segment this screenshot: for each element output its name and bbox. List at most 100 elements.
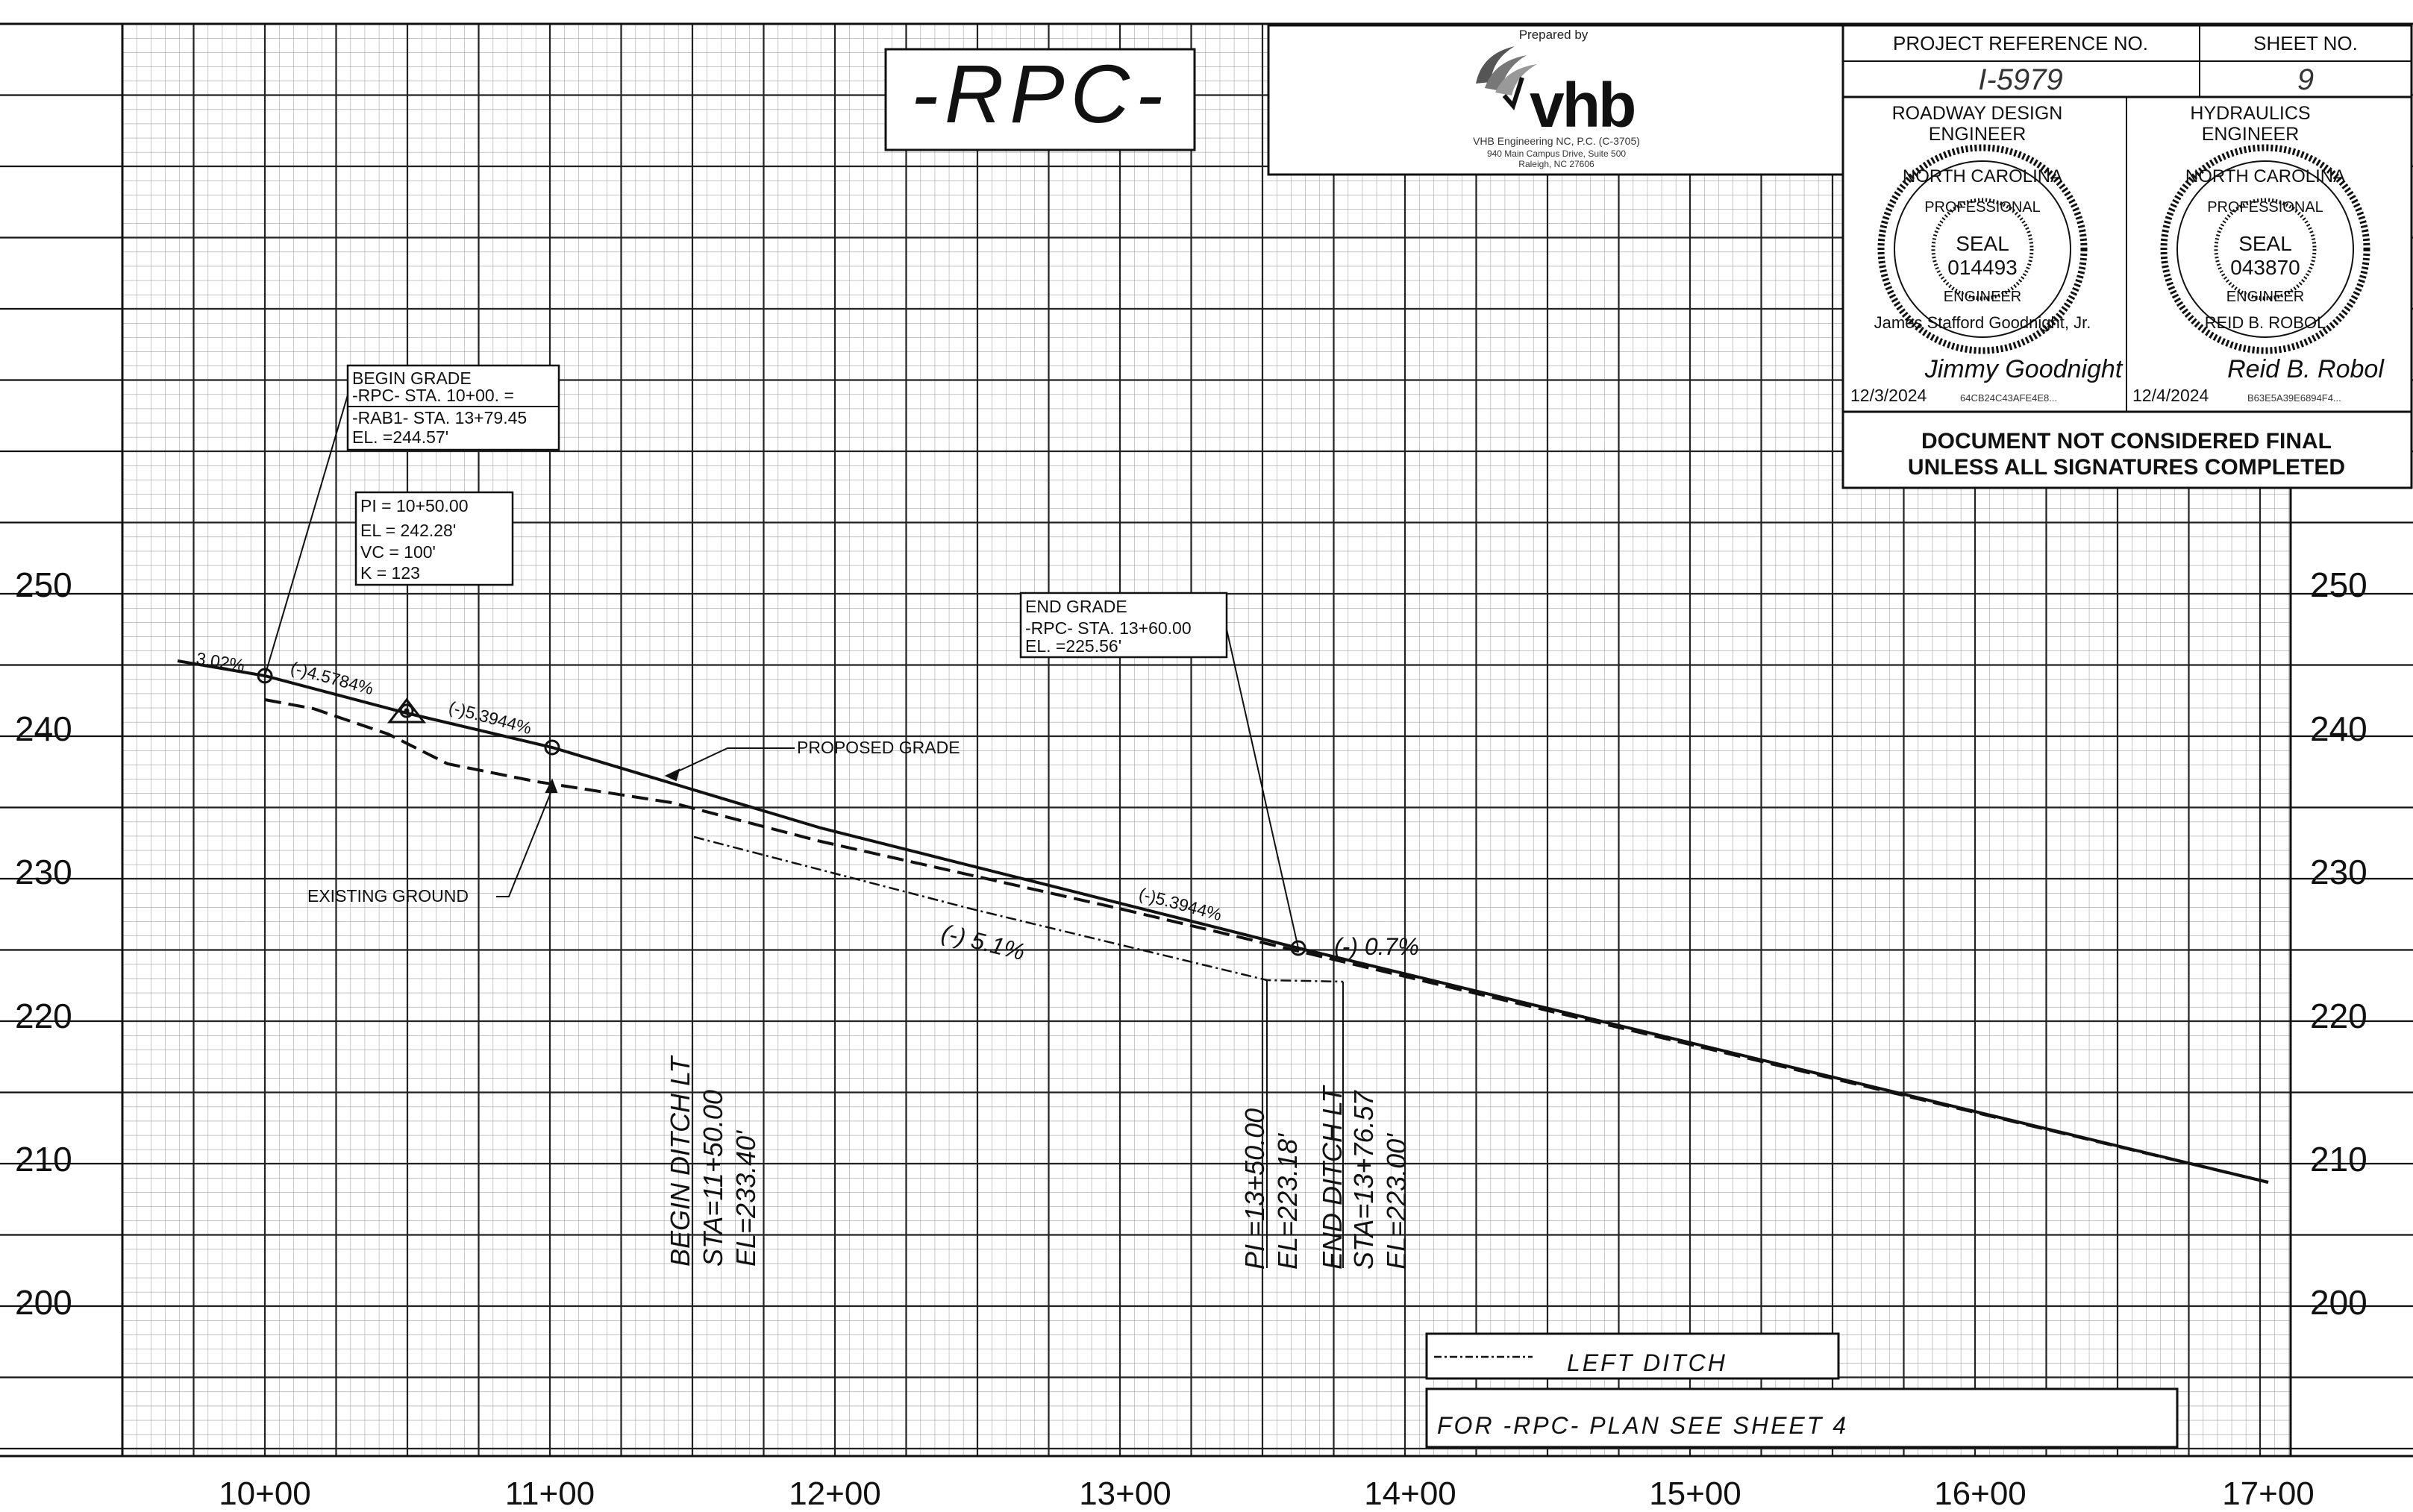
signature: Jimmy Goodnight [1924, 355, 2123, 383]
existing-ground-label: EXISTING GROUND [307, 886, 469, 906]
seal-word: SEAL [1956, 232, 2009, 255]
signature-date: 12/4/2024 [2132, 386, 2209, 405]
preparer-panel [1267, 24, 1844, 176]
end-grade-block: END GRADE -RPC- STA. 13+60.00 EL. =225.5… [1019, 592, 1228, 659]
firm-name: VHB Engineering NC, P.C. (C-3705) [1473, 135, 1640, 147]
svg-text:-RPC- STA. 10+00. =: -RPC- STA. 10+00. = [352, 386, 514, 405]
firm-address-2: Raleigh, NC 27606 [1518, 159, 1594, 169]
svg-text:EL. =225.56': EL. =225.56' [1025, 636, 1121, 656]
left-ditch-line [693, 835, 1344, 983]
pi-point [544, 739, 560, 756]
roadway-engineer-label: ROADWAY DESIGN [1892, 103, 2063, 124]
docusign-id: B63E5A39E6894F4... [2247, 392, 2341, 404]
end-grade-point [1290, 940, 1306, 956]
elevation-label: 220 [15, 997, 72, 1035]
elevation-label: 250 [2310, 565, 2367, 604]
pvi-triangle-icon [386, 697, 427, 724]
svg-text:K = 123: K = 123 [360, 563, 420, 583]
station-label: 14+00 [1364, 1475, 1456, 1512]
elevation-labels-left: 250 240 230 220 210 200 [15, 565, 72, 1322]
begin-ditch-note: BEGIN DITCH LT STA=11+50.00 EL=233.40' [665, 1055, 761, 1267]
station-label: 13+00 [1079, 1475, 1171, 1512]
seal-state: NORTH CAROLINA [1903, 166, 2062, 186]
svg-text:PI =13+50.00: PI =13+50.00 [1239, 1108, 1270, 1270]
elevation-label: 230 [15, 853, 72, 891]
engineer-seal-2: SEAL 043870 NORTH CAROLINA PROFESSIONAL … [2132, 144, 2385, 405]
begin-grade-block: BEGIN GRADE -RPC- STA. 10+00. = -RAB1- S… [346, 364, 560, 451]
svg-text:EL=223.00': EL=223.00' [1381, 1133, 1412, 1270]
svg-text:EL = 242.28': EL = 242.28' [360, 521, 456, 540]
prepared-by-label: Prepared by [1519, 28, 1589, 42]
svg-text:EL. =244.57': EL. =244.57' [352, 427, 448, 447]
elevation-labels-right: 250 240 230 220 210 200 [2310, 565, 2367, 1322]
svg-text:-RPC- STA. 13+60.00: -RPC- STA. 13+60.00 [1025, 618, 1192, 638]
ditch-pi-note: PI =13+50.00 EL=223.18' [1239, 1108, 1303, 1270]
elevation-label: 240 [2310, 709, 2367, 748]
title-block-rules [1843, 25, 2412, 413]
outgoing-grade-label: (-) 0.7% [1334, 933, 1419, 960]
svg-text:STA=11+50.00: STA=11+50.00 [698, 1090, 728, 1267]
elevation-label: 210 [15, 1140, 72, 1179]
proposed-grade-label: PROPOSED GRADE [797, 738, 960, 757]
svg-text:BEGIN DITCH LT: BEGIN DITCH LT [665, 1055, 695, 1267]
begin-grade-point [257, 668, 273, 684]
elevation-label: 210 [2310, 1140, 2367, 1179]
seal-word: SEAL [2238, 232, 2292, 255]
station-label: 10+00 [219, 1475, 311, 1512]
hydraulics-engineer-label: HYDRAULICS [2190, 103, 2310, 124]
svg-text:END GRADE: END GRADE [1025, 597, 1127, 616]
elevation-label: 250 [15, 565, 72, 604]
station-label: 16+00 [1934, 1475, 2027, 1512]
seal-state: NORTH CAROLINA [2185, 166, 2345, 186]
elevation-label: 200 [2310, 1283, 2367, 1322]
signature-warning-2: UNLESS ALL SIGNATURES COMPLETED [1908, 455, 2345, 480]
plan-reference-text: FOR -RPC- PLAN SEE SHEET 4 [1437, 1412, 1848, 1439]
vhb-logo-text: vhb [1530, 70, 1634, 140]
signature: Reid B. Robol [2227, 355, 2385, 383]
station-label: 12+00 [789, 1475, 881, 1512]
svg-text:EL=233.40': EL=233.40' [730, 1130, 761, 1267]
svg-text:PI = 10+50.00: PI = 10+50.00 [360, 496, 469, 515]
seal-engineer: ENGINEER [1944, 289, 2021, 305]
signature-date: 12/3/2024 [1850, 386, 1927, 405]
station-label: 11+00 [505, 1475, 595, 1512]
legend-left-ditch: LEFT DITCH [1425, 1332, 1840, 1380]
station-label: 17+00 [2222, 1475, 2315, 1512]
pi-data-block: PI = 10+50.00 EL = 242.28' VC = 100' K =… [354, 491, 514, 586]
seal-engineer: ENGINEER [2226, 289, 2304, 305]
seal-number: 014493 [1947, 256, 2017, 279]
station-labels: 10+00 11+00 12+00 13+00 14+00 15+00 16+0… [219, 1475, 2315, 1512]
seal-number: 043870 [2230, 256, 2300, 279]
project-ref-value: I-5979 [1978, 63, 2062, 96]
alignment-title: -RPC- [911, 48, 1169, 140]
svg-text:BEGIN GRADE: BEGIN GRADE [352, 368, 472, 388]
end-ditch-note: END DITCH LT STA=13+76.57 EL=223.00' [1317, 1085, 1412, 1270]
elevation-label: 200 [15, 1283, 72, 1322]
seal-profession: PROFESSIONAL [2207, 199, 2323, 216]
svg-text:VC = 100': VC = 100' [360, 542, 436, 562]
elevation-label: 230 [2310, 853, 2367, 891]
sheet-no-label: SHEET NO. [2253, 32, 2358, 54]
docusign-id: 64CB24C43AFE4E8... [1960, 392, 2057, 404]
sheet-no-value: 9 [2297, 63, 2314, 96]
svg-text:STA=13+76.57: STA=13+76.57 [1348, 1090, 1379, 1270]
firm-address-1: 940 Main Campus Drive, Suite 500 [1487, 148, 1626, 159]
legend-label: LEFT DITCH [1567, 1349, 1727, 1376]
svg-text:EL=223.18': EL=223.18' [1272, 1133, 1303, 1270]
leader-lines [264, 384, 1299, 949]
seal-name: James Stafford Goodnight, Jr. [1874, 313, 2091, 332]
station-label: 15+00 [1649, 1475, 1741, 1512]
seal-name: REID B. ROBOL [2205, 313, 2326, 332]
roadway-engineer-label-2: ENGINEER [1929, 124, 2027, 145]
seal-profession: PROFESSIONAL [1924, 199, 2041, 216]
vhb-logo-icon [1476, 46, 1537, 111]
project-ref-label: PROJECT REFERENCE NO. [1893, 32, 2148, 54]
alignment-title-box [884, 48, 1196, 151]
elevation-label: 240 [15, 709, 72, 748]
elevation-label: 220 [2310, 997, 2367, 1035]
signature-warning: DOCUMENT NOT CONSIDERED FINAL [1921, 429, 2332, 454]
hydraulics-engineer-label-2: ENGINEER [2202, 124, 2300, 145]
svg-text:-RAB1- STA. 13+79.45: -RAB1- STA. 13+79.45 [352, 408, 527, 427]
svg-text:END DITCH LT: END DITCH LT [1317, 1085, 1348, 1270]
plan-reference-note: FOR -RPC- PLAN SEE SHEET 4 [1425, 1387, 2179, 1449]
